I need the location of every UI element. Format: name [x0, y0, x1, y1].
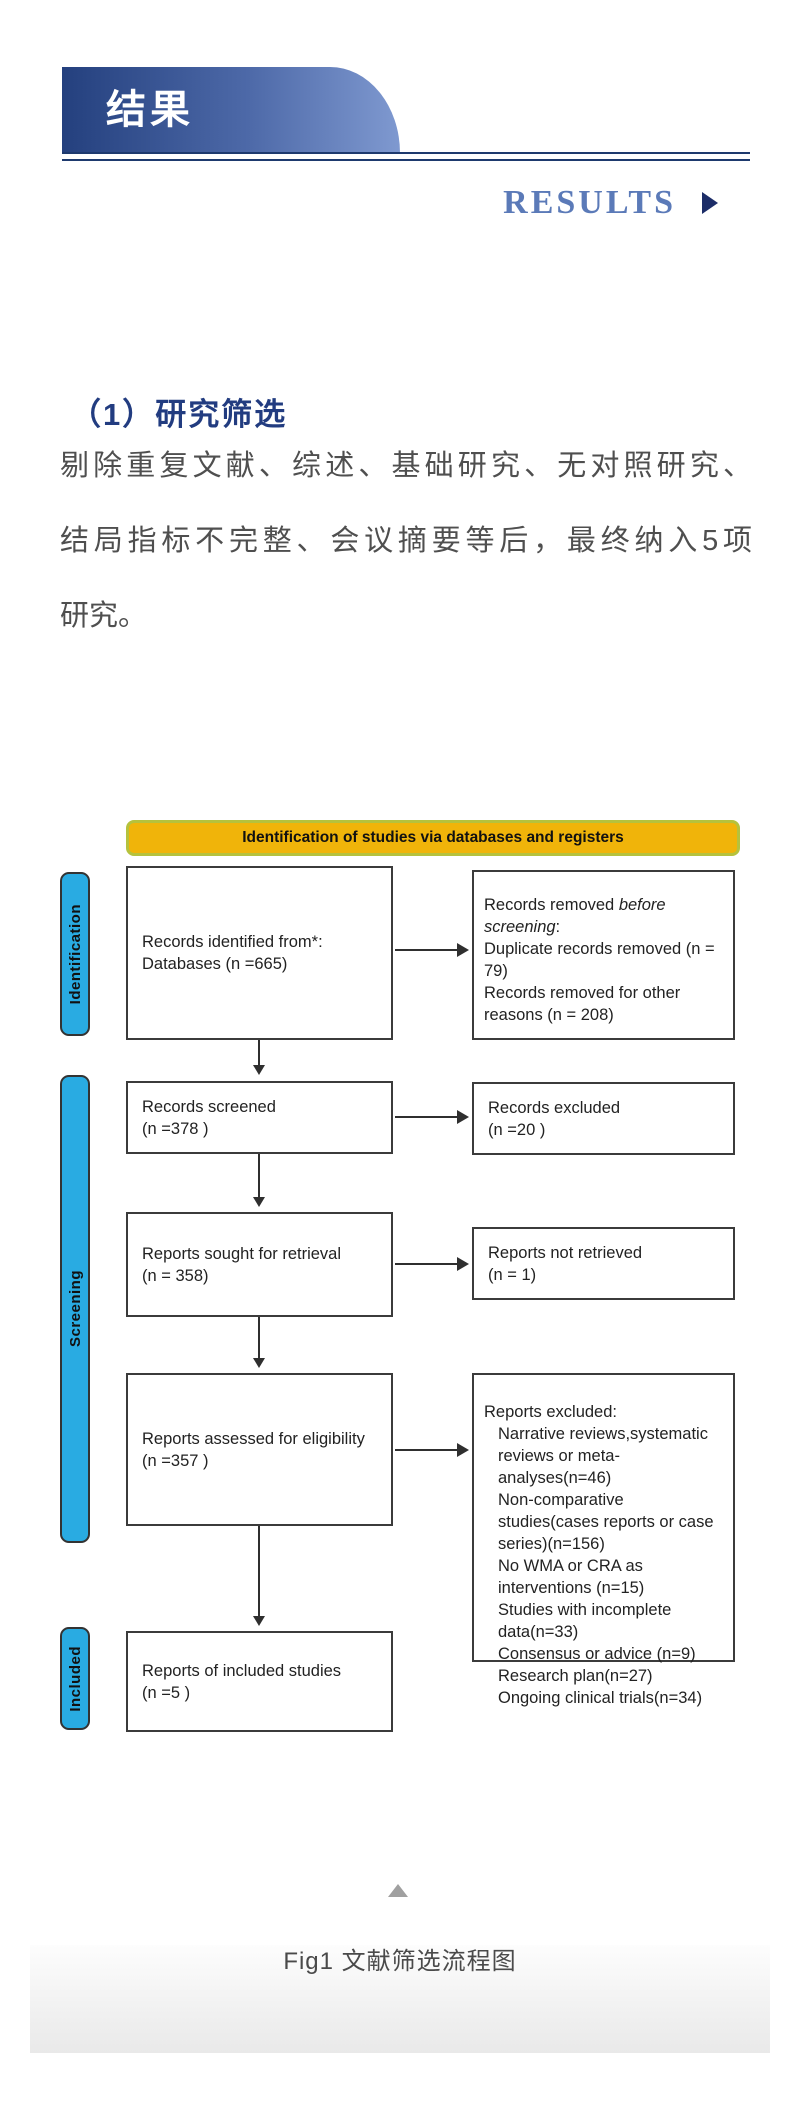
stage-bar-included: Included [60, 1627, 90, 1730]
paragraph-line: 剔除重复文献、综述、基础研究、无对照研究、 [60, 450, 752, 482]
box-included-studies: Reports of included studies (n =5 ) [126, 1631, 393, 1732]
arrow-right-icon [702, 192, 718, 214]
excluded-reason: Research plan(n=27) [498, 1667, 653, 1685]
box-text-line: Records excluded [488, 1098, 621, 1117]
box-reports-sought: Reports sought for retrieval (n = 358) [126, 1212, 393, 1317]
box-records-excluded: Records excluded (n =20 ) [472, 1082, 735, 1155]
flow-arrow-right [395, 943, 469, 957]
box-reports-excluded-reasons: Reports excluded: Narrative reviews,syst… [472, 1373, 735, 1707]
box-text-line: (n =20 ) [488, 1120, 546, 1139]
box-records-screened: Records screened (n =378 ) [126, 1081, 393, 1154]
flow-arrow-right [395, 1257, 469, 1271]
box-records-identified: Records identified from*: Databases (n =… [126, 866, 393, 1040]
section-heading: （1）研究筛选 [70, 397, 288, 432]
italic-phrase: before screening [484, 896, 666, 936]
results-banner-title-zh: 结果 [106, 87, 194, 132]
box-reports-assessed: Reports assessed for eligibility (n =357… [126, 1373, 393, 1526]
results-banner: 结果 [62, 67, 400, 153]
footer-gradient-band [30, 1945, 770, 2053]
flow-arrow-down [253, 1040, 265, 1075]
section-paragraph: 剔除重复文献、综述、基础研究、无对照研究、 结局指标不完整、会议摘要等后，最终纳… [60, 448, 752, 673]
box-text-line: Duplicate records removed (n = 79) [484, 940, 715, 980]
flow-arrow-down [253, 1317, 265, 1368]
box-text-line: (n =5 ) [142, 1683, 191, 1702]
box-text-line: Reports assessed for eligibility [142, 1429, 365, 1448]
box-text-line: Records removed for other reasons (n = 2… [484, 984, 681, 1024]
excluded-reason: Non-comparative studies(cases reports or… [498, 1491, 714, 1553]
flow-arrow-right [395, 1110, 469, 1124]
flow-arrow-down [253, 1526, 265, 1626]
flow-arrow-right [395, 1443, 469, 1457]
box-text-line: Records identified from*: [142, 933, 323, 951]
double-rule-divider [62, 152, 750, 161]
box-text-line: (n =378 ) [142, 1119, 209, 1138]
stage-label-included: Included [66, 1645, 84, 1712]
box-text-line: Reports sought for retrieval [142, 1244, 342, 1263]
stage-label-identification: Identification [66, 903, 84, 1005]
paragraph-line: 结局指标不完整、会议摘要等后，最终纳入5项 [60, 525, 752, 557]
box-text-line: (n = 358) [142, 1266, 209, 1285]
box-text-line: Records removed before screening: [484, 896, 666, 936]
results-title-en: RESULTS [503, 184, 676, 221]
flowchart-title-banner: Identification of studies via databases … [126, 820, 740, 856]
excluded-reason: Ongoing clinical trials(n=34) [498, 1689, 703, 1707]
box-text-line: Reports not retrieved [488, 1243, 643, 1262]
box-records-removed: Records removed before screening: Duplic… [472, 870, 735, 1040]
box-reports-not-retrieved: Reports not retrieved (n = 1) [472, 1227, 735, 1300]
flow-arrow-down [253, 1154, 265, 1207]
box-text-line: (n = 1) [488, 1265, 537, 1284]
excluded-reason: No WMA or CRA as interventions (n=15) [498, 1557, 645, 1597]
stage-bar-screening: Screening [60, 1075, 90, 1543]
box-text-line: Records screened [142, 1097, 276, 1116]
box-text-line: Reports of included studies [142, 1661, 342, 1680]
stage-bar-identification: Identification [60, 872, 90, 1036]
collapse-triangle-icon [388, 1884, 408, 1897]
box-text-line: (n =357 ) [142, 1451, 209, 1470]
box-text-heading: Reports excluded: [484, 1403, 617, 1421]
results-row: RESULTS [0, 183, 718, 223]
box-text-line: Databases (n =665) [142, 955, 288, 973]
excluded-reason: Studies with incomplete data(n=33) [498, 1601, 672, 1641]
stage-label-screening: Screening [66, 1270, 84, 1348]
figure-caption: Fig1 文献筛选流程图 [283, 1948, 517, 1975]
excluded-reason: Consensus or advice (n=9) [498, 1645, 696, 1663]
paragraph-line: 研究。 [60, 600, 148, 632]
excluded-reason: Narrative reviews,systematic reviews or … [498, 1425, 708, 1487]
